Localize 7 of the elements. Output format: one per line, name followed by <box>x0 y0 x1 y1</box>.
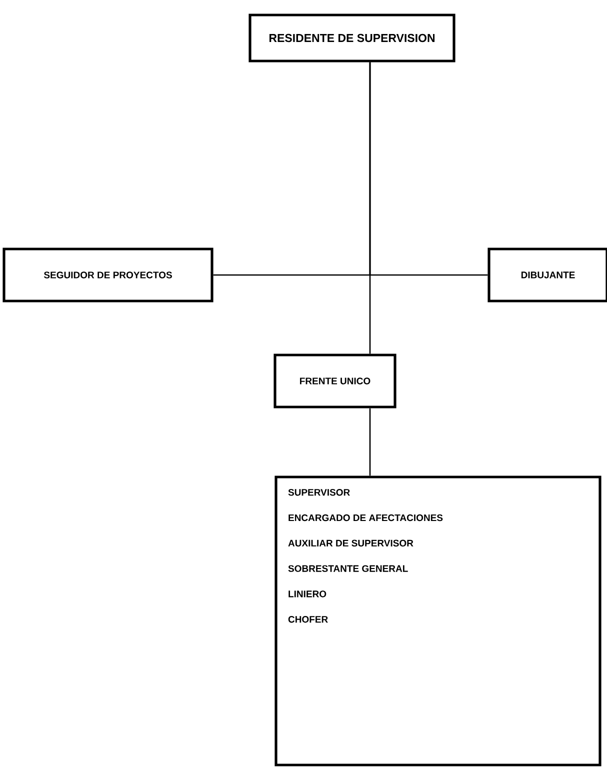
connector-line <box>369 62 371 354</box>
staff-list-box: SUPERVISOR ENCARGADO DE AFECTACIONES AUXILIAR DE SUPERVISOR SOBRESTANTE GENERAL LINIERO CHOFER <box>274 476 602 766</box>
position-box: RESIDENTE DE SUPERVISION <box>248 14 456 62</box>
position-box: DIBUJANTE <box>488 248 607 302</box>
position-box: SEGUIDOR DE PROYECTOS <box>2 248 214 302</box>
connector-line <box>369 408 371 476</box>
position-box: FRENTE UNICO <box>274 354 396 408</box>
